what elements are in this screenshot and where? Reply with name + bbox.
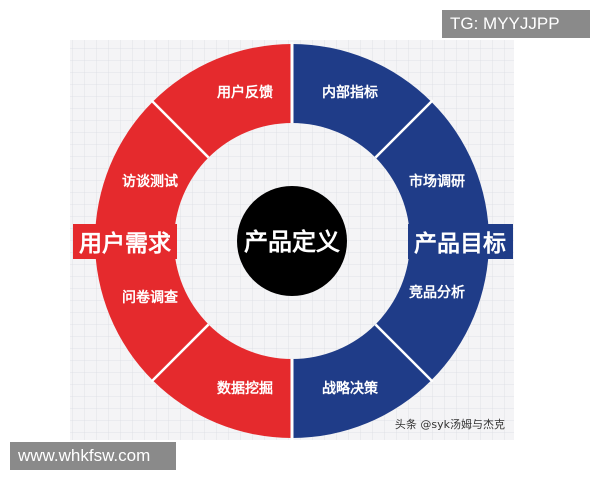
segment-label: 战略决策	[322, 380, 379, 397]
right-category-label: 产品目标	[414, 230, 506, 257]
segment-divider	[150, 99, 210, 159]
right-half-ring	[292, 44, 489, 438]
segment-divider	[150, 323, 210, 383]
center-circle	[237, 186, 347, 296]
credit-text: 头条 @syk汤姆与杰克	[395, 417, 505, 431]
segment-divider	[374, 99, 434, 159]
segment-label: 市场调研	[409, 173, 465, 190]
left-category-label: 用户需求	[79, 230, 171, 257]
segment-divider	[374, 323, 434, 383]
segment-label: 数据挖掘	[217, 380, 273, 397]
watermark-top: TG: MYYJJPP	[442, 10, 590, 38]
segment-label: 竞品分析	[409, 284, 465, 301]
right-label-box	[408, 224, 513, 259]
segment-label: 用户反馈	[217, 84, 273, 101]
center-label: 产品定义	[244, 228, 340, 256]
left-half-ring	[95, 44, 292, 438]
segment-label: 内部指标	[322, 84, 378, 101]
product-definition-diagram: 产品定义 用户需求 产品目标 用户反馈 访谈测试 问卷调查 数据挖掘 内部指标 …	[70, 40, 514, 440]
segment-label: 问卷调查	[122, 289, 179, 306]
left-label-box	[73, 224, 177, 259]
watermark-bottom: www.whkfsw.com	[10, 442, 176, 470]
segment-label: 访谈测试	[122, 173, 178, 190]
